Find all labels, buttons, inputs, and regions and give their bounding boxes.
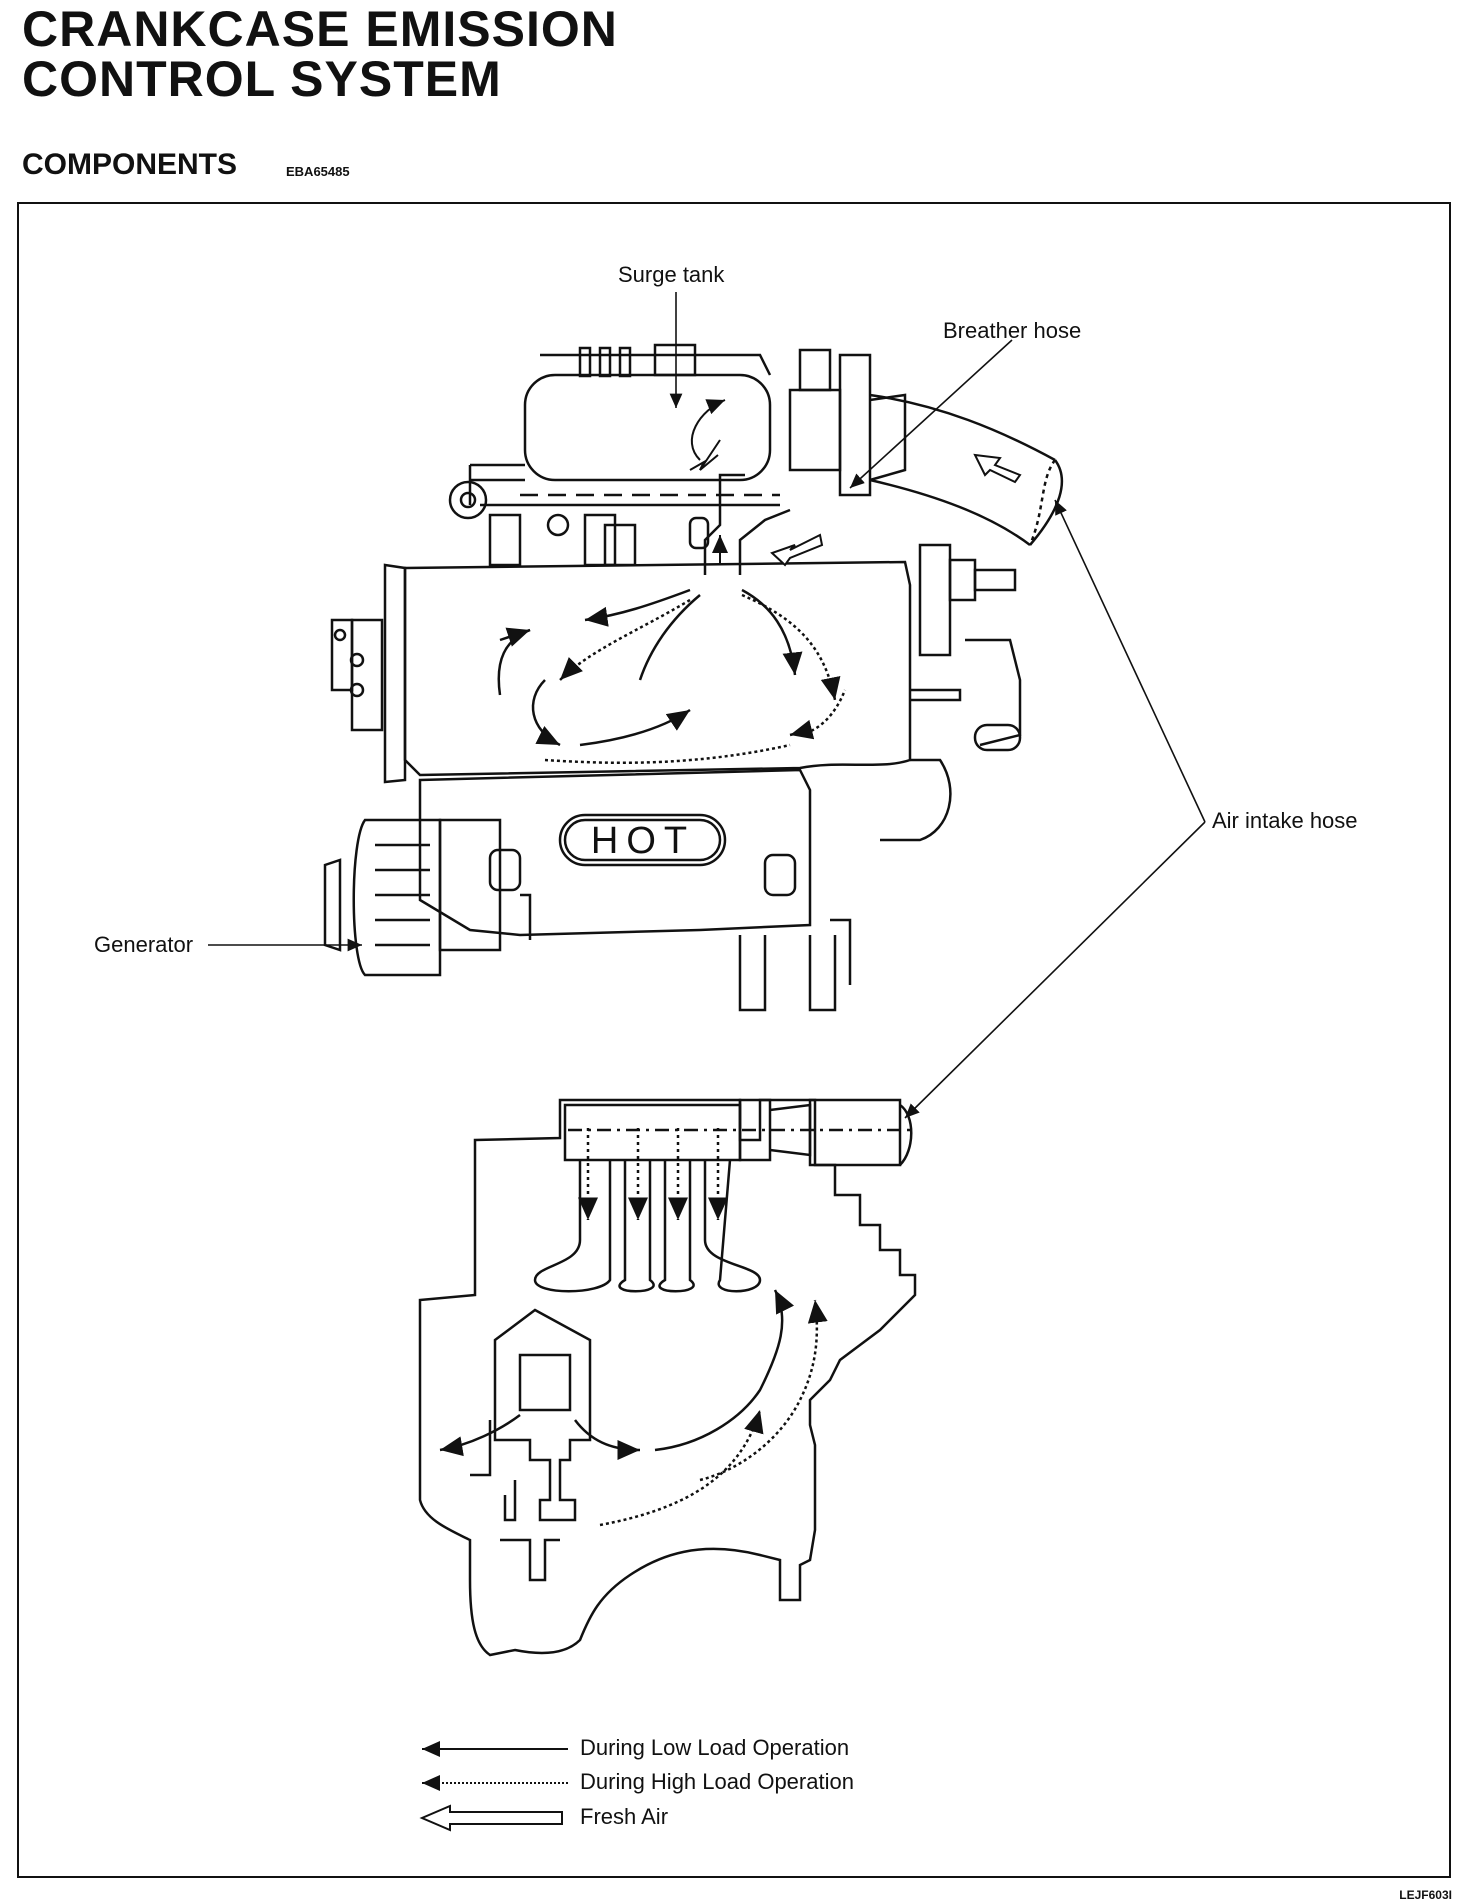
label-breather-hose: Breather hose <box>943 318 1082 343</box>
exhaust-manifold <box>418 768 812 940</box>
fresh-air-arrows <box>689 453 1022 567</box>
engine-cross-section <box>418 1098 917 1657</box>
figure-frame <box>17 202 1451 1878</box>
head-cover <box>330 560 912 784</box>
section-heading: COMPONENTS <box>22 148 238 181</box>
crankcase-flow-arrows <box>497 399 847 765</box>
section-code: EBA65485 <box>286 164 350 179</box>
engine-mounts <box>738 918 852 1012</box>
breather-pipes <box>688 473 791 575</box>
label-generator: Generator <box>94 932 194 957</box>
engine-top-view <box>323 343 1064 1012</box>
hot-plate-text: HOT <box>591 820 695 862</box>
right-accessories <box>880 543 1022 842</box>
legend-fresh-air-arrow <box>419 1804 563 1832</box>
legend-fresh-air: Fresh Air <box>580 1804 669 1829</box>
legend-samples <box>419 1741 568 1832</box>
generator-drawing <box>323 818 502 977</box>
figure-code: LEJF603I <box>1399 1888 1452 1902</box>
legend-high-load: During High Load Operation <box>580 1769 854 1794</box>
valve-springs <box>480 493 780 567</box>
cross-section-flow-arrows <box>439 1128 910 1527</box>
callout-leaders <box>208 292 1206 1119</box>
document-title: CRANKCASE EMISSION CONTROL SYSTEM <box>22 1 618 107</box>
throttle-body <box>788 348 907 497</box>
label-air-intake-hose: Air intake hose <box>1212 808 1358 833</box>
surge-tank-body <box>448 343 772 520</box>
label-surge-tank: Surge tank <box>618 262 725 287</box>
legend-low-load: During Low Load Operation <box>580 1735 850 1760</box>
air-intake-hose-drawing <box>869 393 1064 547</box>
